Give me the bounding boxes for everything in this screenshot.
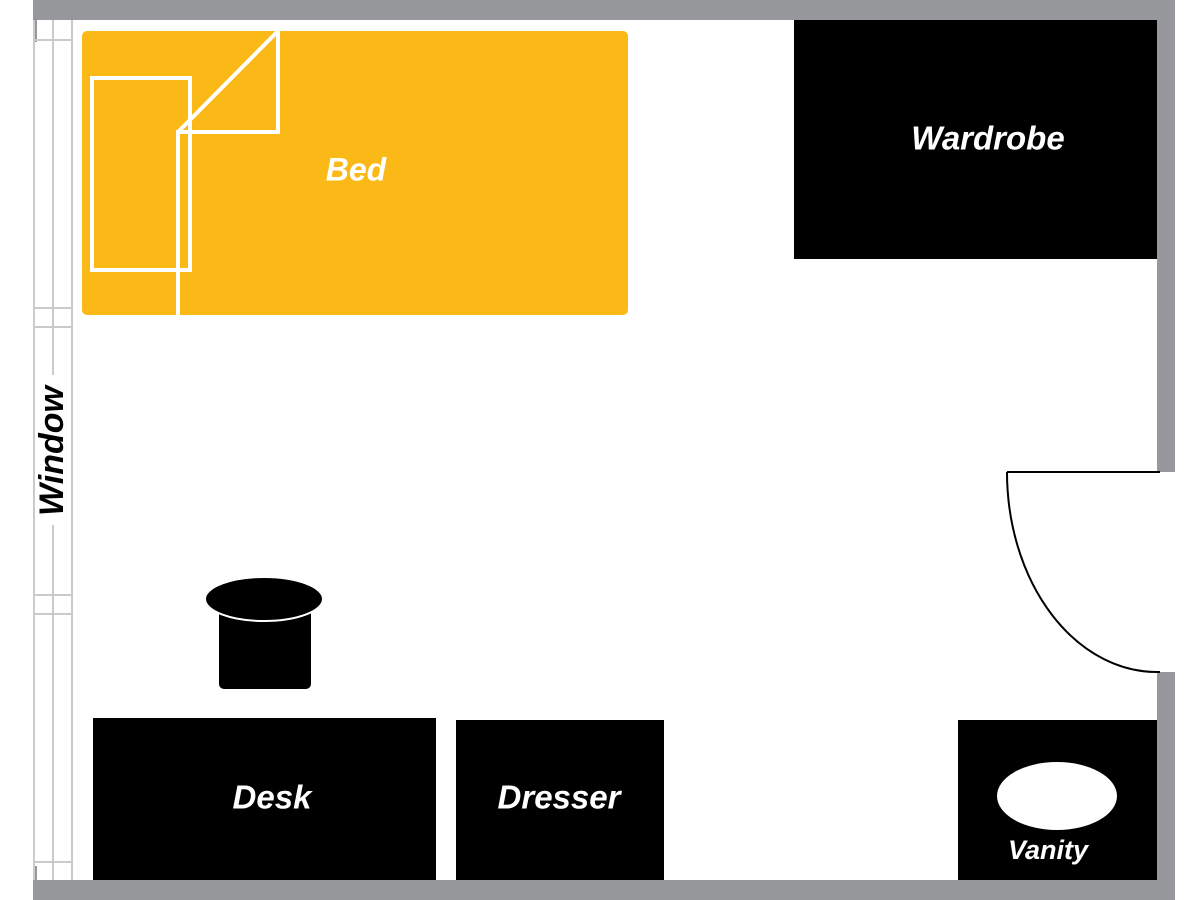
- dresser-label: Dresser: [498, 779, 623, 816]
- dresser-body: [456, 720, 664, 880]
- vanity-label: Vanity: [1008, 835, 1090, 865]
- door: [1006, 471, 1177, 674]
- wardrobe-body: [794, 20, 1157, 259]
- bottom-wall: [33, 880, 1175, 900]
- desk-body: [93, 718, 436, 880]
- bed-blanket-fold: [176, 29, 280, 134]
- chair-base: [219, 607, 311, 689]
- desk: Desk: [93, 718, 436, 880]
- window-label-backdrop: [36, 375, 70, 525]
- bed: Bed: [82, 29, 628, 315]
- bed-frame: [82, 31, 628, 315]
- bed-label: Bed: [326, 151, 388, 187]
- left-wall-bottom: [33, 866, 37, 900]
- chair-seat: [204, 576, 324, 622]
- bed-blanket-edge: [176, 31, 280, 315]
- vanity-mirror: [997, 762, 1117, 830]
- top-wall: [33, 0, 1175, 20]
- walls: [33, 0, 1175, 900]
- chair: [204, 576, 324, 689]
- desk-label: Desk: [233, 779, 314, 816]
- window: Window: [33, 20, 73, 880]
- wardrobe-label: Wardrobe: [911, 120, 1064, 157]
- dresser: Dresser: [456, 720, 664, 880]
- vanity: Vanity: [958, 720, 1157, 880]
- door-swing-arc: [1006, 471, 1161, 674]
- wardrobe: Wardrobe: [794, 20, 1157, 259]
- right-wall-upper: [1157, 0, 1175, 472]
- bed-pillow: [90, 76, 192, 272]
- window-label: Window: [33, 383, 71, 516]
- right-wall-lower: [1157, 672, 1175, 900]
- door-opening: [1155, 472, 1177, 672]
